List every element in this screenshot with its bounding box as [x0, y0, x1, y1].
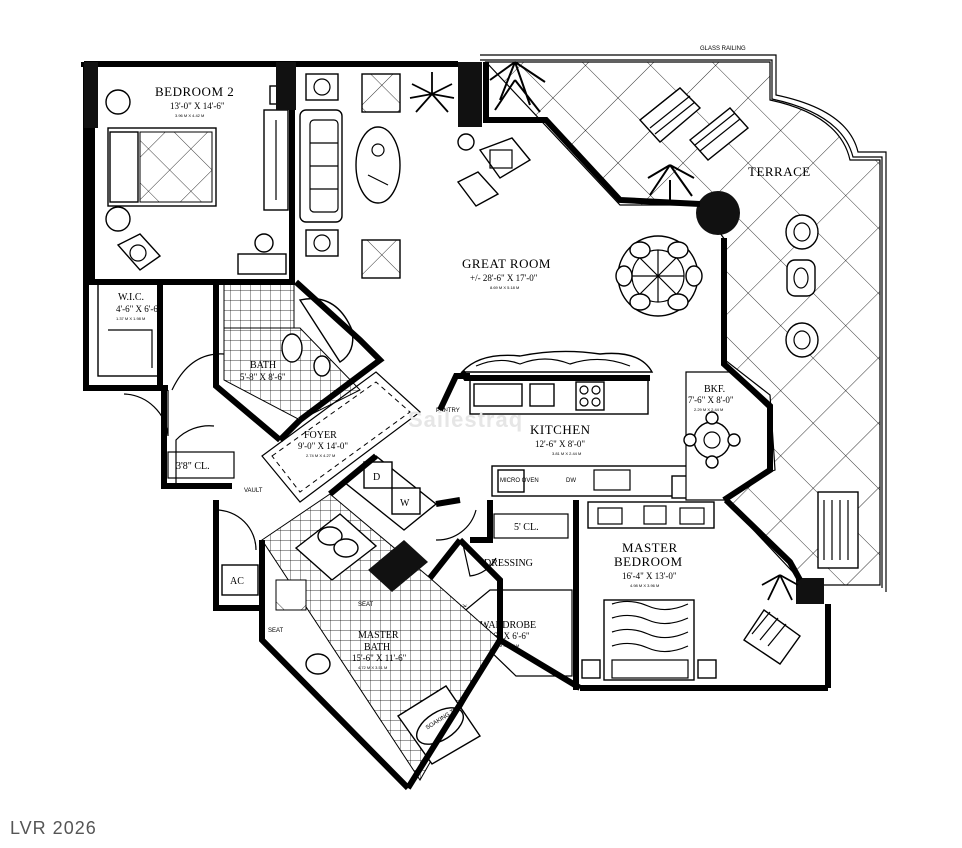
terrace: GLASS RAILING TERRACE [458, 46, 887, 604]
terrace-bench [817, 491, 859, 569]
terrace-post-2 [796, 578, 824, 604]
side-tables [305, 73, 339, 257]
dining-table [615, 235, 703, 317]
master-bedroom-label-2: BEDROOM [614, 554, 683, 569]
bkf-label: BKF. [704, 384, 725, 395]
wic-label: W.I.C. [118, 292, 144, 303]
great-room-label: GREAT ROOM [462, 256, 551, 271]
master-bedroom-label-1: MASTER [622, 540, 678, 555]
great-room-dimension: +/- 28'-6" X 17'-0" [470, 273, 538, 283]
bedroom-2-dimension: 13'-0" X 14'-6" [170, 101, 225, 111]
lounge-chair [638, 87, 750, 161]
wall-block [84, 62, 98, 128]
terrace-railing-inner [480, 59, 883, 588]
ac-label: AC [230, 576, 244, 587]
foyer-label: FOYER [304, 430, 337, 441]
bedroom-2-label: BEDROOM 2 [155, 84, 234, 99]
armchair [116, 233, 162, 271]
bedroom-2-metric: 3.96 M X 4.42 M [175, 113, 204, 118]
footer-caption: LVR 2026 [10, 818, 97, 838]
ac-unit: AC [221, 564, 259, 596]
terrace-railing [480, 54, 887, 592]
kitchen-metric: 3.81 M X 2.44 M [552, 451, 581, 456]
master-bed [581, 599, 717, 681]
master-bath: MASTER BATH 15'-6" X 11'-6" 4.72 M X 3.5… [261, 493, 501, 781]
sofa [299, 109, 343, 223]
wic: W.I.C. 4'-6" X 6'-6" 1.37 M X 1.98 M [97, 283, 162, 377]
master-bath-metric: 4.72 M X 3.51 M [358, 665, 387, 670]
master-bedroom-dimension: 16'-4" X 13'-0" [622, 571, 677, 581]
dryer-label: D [373, 472, 380, 483]
kitchen-label: KITCHEN [530, 422, 591, 437]
great-room-metric: 8.69 M X 5.18 M [490, 285, 519, 290]
bath-dimension: 5'-8" X 8'-6" [240, 372, 286, 382]
washer-label: W [400, 498, 410, 509]
terrace-chairs [785, 214, 819, 358]
seat-label: SEAT [268, 628, 284, 634]
coffee-table [355, 126, 401, 204]
master-bedroom-metric: 4.98 M X 3.96 M [630, 583, 659, 588]
wall-block-2 [276, 62, 296, 110]
bed [105, 89, 217, 232]
plant-icon [489, 61, 799, 601]
master-bath-label-2: BATH [364, 642, 390, 653]
watermark: Sailestraq [408, 407, 524, 432]
doors [123, 353, 497, 577]
dressing: 5' CL. DRESSING [484, 513, 569, 569]
bedroom-2: BEDROOM 2 13'-0" X 14'-6" 3.96 M X 4.42 … [92, 66, 292, 278]
wic-metric: 1.37 M X 1.98 M [116, 316, 145, 321]
terrace-column [696, 191, 740, 235]
foyer: FOYER 9'-0" X 14'-0" 2.74 M X 4.27 M VAU… [244, 371, 421, 503]
dw-label: DW [566, 478, 576, 484]
lounge-chairs [456, 133, 532, 207]
reading-chair [743, 609, 801, 665]
planter [460, 350, 654, 373]
foyer-metric: 2.74 M X 4.27 M [306, 453, 335, 458]
bkf-dimension: 7'-6" X 8'-0" [688, 395, 734, 405]
bath: BATH 5'-8" X 8'-6" [223, 283, 361, 421]
bkf-metric: 2.29 M X 2.44 M [694, 407, 723, 412]
ottomans [361, 73, 401, 279]
dressing-label: DRESSING [484, 558, 533, 569]
vault-label: VAULT [244, 488, 263, 494]
closet-38-label: 3'8" CL. [176, 461, 210, 472]
kitchen-dimension: 12'-6" X 8'-0" [535, 439, 585, 449]
master-bath-dimension: 15'-6" X 11'-6" [352, 653, 407, 663]
wardrobe-label: WARDROBE [480, 620, 536, 631]
seat-label-2: SEAT [358, 602, 374, 608]
wall-block-3 [368, 540, 428, 592]
closet-5-label: 5' CL. [514, 522, 539, 533]
foyer-dimension: 9'-0" X 14'-0" [298, 441, 348, 451]
plant-icon [409, 72, 455, 113]
vanity-cabinets [587, 501, 715, 529]
desk [237, 233, 287, 275]
glass-railing-label: GLASS RAILING [700, 46, 746, 52]
terrace-floor [484, 61, 881, 586]
bath-label: BATH [250, 360, 276, 371]
terrace-label: TERRACE [748, 164, 811, 179]
closet-38: 3'8" CL. [167, 451, 235, 479]
wardrobe-dimension: 9'-6" X 6'-6" [484, 631, 530, 641]
terrace-post [458, 62, 482, 127]
micro-oven-label: MICRO OVEN [500, 478, 539, 484]
great-room: GREAT ROOM +/- 28'-6" X 17'-0" 8.69 M X … [299, 72, 703, 373]
kitchen: PANTRY KITCHEN 12'-6" X 8'-0" 3.81 M X 2… [436, 377, 721, 499]
master-bedroom: MASTER BEDROOM 16'-4" X 13'-0" 4.98 M X … [581, 501, 801, 681]
pantry-label: PANTRY [436, 408, 460, 414]
breakfast-nook: BKF. 7'-6" X 8'-0" 2.29 M X 2.44 M [683, 371, 771, 501]
master-bath-label-1: MASTER [358, 630, 399, 641]
wic-dimension: 4'-6" X 6'-6" [116, 304, 162, 314]
